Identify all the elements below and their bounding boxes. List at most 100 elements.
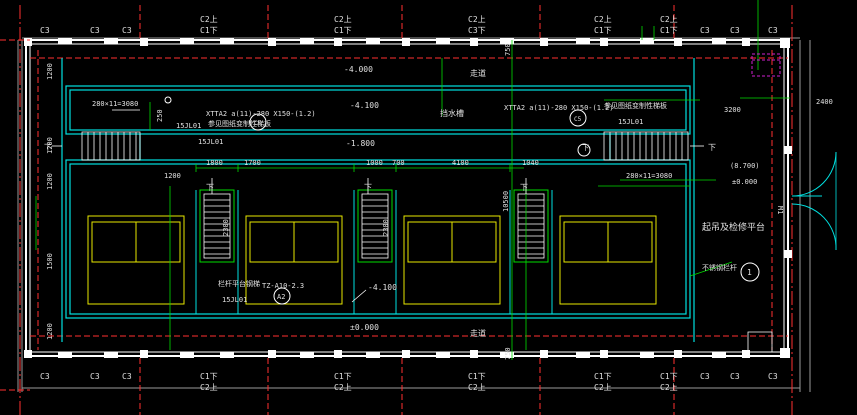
col-bot-lower-5: C2上 bbox=[660, 383, 678, 392]
green-dims bbox=[35, 0, 790, 360]
marker-num: 1 bbox=[747, 268, 752, 277]
dim-1200-top: 1200 bbox=[164, 172, 181, 180]
beam-c5-right: C5 bbox=[574, 116, 582, 123]
tb-label: TZ-A10-2.3 bbox=[262, 282, 304, 290]
stair-down-2: 下 bbox=[364, 183, 372, 192]
dim-2300b: 2300 bbox=[382, 219, 390, 236]
ref-left-stair: 15JL01 bbox=[222, 296, 247, 304]
col-top-upper-4: C2上 bbox=[594, 15, 612, 24]
stairs-vertical bbox=[203, 193, 545, 259]
mid-elev: -1.800 bbox=[346, 139, 375, 148]
side-c3-8: C3 bbox=[122, 372, 132, 381]
elev-right3: 280×11=3080 bbox=[626, 172, 672, 180]
label-marker: 不锈钢栏杆 bbox=[702, 263, 737, 272]
elev-right1: (8.700) bbox=[730, 162, 760, 170]
col-top-lower-4: C1下 bbox=[594, 26, 612, 35]
leaders bbox=[52, 109, 773, 353]
side-c3-11: C3 bbox=[768, 372, 778, 381]
dim-1200c: 1200 bbox=[46, 173, 54, 190]
dim-1200d: 1200 bbox=[46, 323, 54, 340]
col-bot-lower-1: C2上 bbox=[200, 383, 218, 392]
col-bot-lower-2: C2上 bbox=[334, 383, 352, 392]
ref-left: 15JL01 bbox=[176, 122, 201, 130]
corridor-bottom: 走道 bbox=[470, 328, 486, 338]
col-bot-upper-5: C1下 bbox=[660, 372, 678, 381]
side-c3-3: C3 bbox=[122, 26, 132, 35]
col-top-upper-5: C2上 bbox=[660, 15, 678, 24]
beam-right: XTTA2 a(11)-280 X150-(1.2) bbox=[504, 104, 614, 112]
labels: C2上 C2上 C2上 C2上 C2上 C1下 C1下 C3下 C1下 C1下 … bbox=[40, 15, 833, 392]
col-top-lower-5: C1下 bbox=[660, 26, 678, 35]
elev-lower: -4.100 bbox=[368, 283, 397, 292]
stair-down-1: 下 bbox=[206, 183, 214, 192]
columns-top bbox=[24, 38, 790, 48]
beam-c5-left: C5 bbox=[254, 120, 262, 127]
dim-1040: 1040 bbox=[522, 159, 539, 167]
corridor-top: 走道 bbox=[470, 68, 486, 78]
col-top-lower-3: C3下 bbox=[468, 26, 486, 35]
side-c3-4: C3 bbox=[700, 26, 710, 35]
col-bot-upper-1: C1下 bbox=[200, 372, 218, 381]
col-bot-lower-4: C2上 bbox=[594, 383, 612, 392]
side-c3-5: C3 bbox=[730, 26, 740, 35]
side-c3-7: C3 bbox=[90, 372, 100, 381]
side-c3-12: C3 bbox=[768, 26, 778, 35]
col-top-lower-1: C1下 bbox=[200, 26, 218, 35]
elev-upper-left: 280×11=3080 bbox=[92, 100, 138, 108]
tanks bbox=[87, 215, 657, 305]
col-top-upper-2: C2上 bbox=[334, 15, 352, 24]
stair-down-3: 下 bbox=[520, 183, 528, 192]
dim-700: 700 bbox=[392, 159, 405, 167]
dim-750b: 750 bbox=[504, 347, 512, 360]
dim-1800: 1800 bbox=[206, 159, 223, 167]
side-c3-10: C3 bbox=[730, 372, 740, 381]
elev-top: -4.000 bbox=[344, 65, 373, 74]
door bbox=[784, 146, 837, 258]
col-top-upper-1: C2上 bbox=[200, 15, 218, 24]
side-c3-2: C3 bbox=[90, 26, 100, 35]
partitions bbox=[195, 190, 553, 314]
outer-frame bbox=[17, 37, 811, 392]
col-bot-upper-2: C1下 bbox=[334, 372, 352, 381]
side-c3-6: C3 bbox=[40, 372, 50, 381]
col-bot-upper-3: C1下 bbox=[468, 372, 486, 381]
col-top-lower-2: C1下 bbox=[334, 26, 352, 35]
m-label: M1 bbox=[776, 206, 784, 214]
stair-note-left: 参见图纸变制性梯板 bbox=[208, 119, 271, 128]
columns-bottom bbox=[24, 348, 790, 358]
label-left-stair: 栏杆平台钢梯 bbox=[218, 279, 260, 288]
dim-2400: 2400 bbox=[816, 98, 833, 106]
pit-outline bbox=[61, 58, 695, 342]
dim-3200: 3200 bbox=[724, 106, 741, 114]
markers bbox=[164, 96, 760, 305]
dim-1000: 1000 bbox=[366, 159, 383, 167]
beam-left: XTTA2 a(11)-280 X150-(1.2) bbox=[206, 110, 316, 118]
stairs-left bbox=[81, 131, 141, 161]
tb-circle: A2 bbox=[277, 293, 285, 301]
ref-left2: 15JL01 bbox=[198, 138, 223, 146]
label-platform: 起吊及检修平台 bbox=[702, 221, 765, 233]
side-c3-9: C3 bbox=[700, 372, 710, 381]
mid-label: 挡水槽 bbox=[440, 108, 464, 118]
dim-750: 750 bbox=[504, 43, 512, 56]
dim-1200b: 1200 bbox=[46, 137, 54, 154]
dim-10500: 10500 bbox=[502, 191, 510, 212]
stair-green-frames bbox=[199, 189, 549, 263]
dim-1500: 1500 bbox=[46, 253, 54, 270]
down-right: 下 bbox=[708, 143, 716, 152]
stairs-right bbox=[603, 131, 689, 161]
dim-1700: 1700 bbox=[244, 159, 261, 167]
col-bot-lower-3: C2上 bbox=[468, 383, 486, 392]
dim-1200: 1200 bbox=[46, 63, 54, 80]
ref-right: 15JL01 bbox=[618, 118, 643, 126]
elev-bottom: ±0.000 bbox=[350, 323, 379, 332]
elev-right2: ±0.000 bbox=[732, 178, 757, 186]
dim-250: 250 bbox=[156, 109, 164, 122]
stair-note-right: 参见图纸变制性梯板 bbox=[604, 101, 667, 110]
col-bot-upper-4: C1下 bbox=[594, 372, 612, 381]
dim-2300: 2300 bbox=[222, 219, 230, 236]
stair-down-4: 下 bbox=[582, 144, 589, 152]
down-left: 下 bbox=[44, 143, 52, 152]
